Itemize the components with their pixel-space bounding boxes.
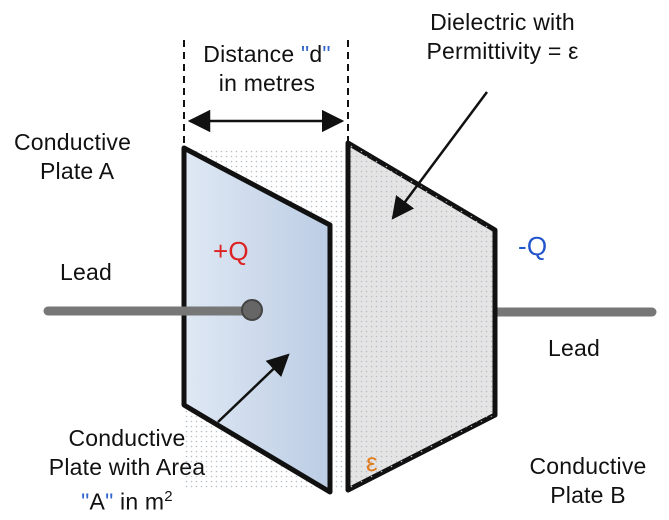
dielectric-label: Dielectric with Permittivity = ε bbox=[400, 8, 605, 66]
plate-area-open-quote: " bbox=[81, 488, 90, 515]
lead-right-label: Lead bbox=[548, 335, 600, 361]
epsilon-symbol: ε bbox=[366, 447, 378, 477]
plate-b-label: Conductive Plate B bbox=[513, 452, 663, 510]
dielectric-label-line2: Permittivity = ε bbox=[426, 38, 579, 64]
lead-left-label: Lead bbox=[60, 259, 112, 285]
dielectric-label-line1: Dielectric with bbox=[430, 9, 575, 35]
distance-label-line2: in metres bbox=[218, 70, 316, 96]
plate-a-label-line2: Plate A bbox=[40, 158, 115, 184]
distance-open-quote: " bbox=[300, 41, 310, 67]
plate-area-pointer-arrow bbox=[217, 353, 290, 423]
plate-a-label: Conductive Plate A bbox=[14, 128, 131, 186]
dielectric-pointer-arrow bbox=[391, 91, 489, 220]
plate-b-label-line1: Conductive bbox=[529, 453, 647, 479]
plate-area-label-line1: Conductive bbox=[68, 425, 186, 451]
plate-b-dots bbox=[348, 143, 495, 490]
plate-area-symbol: A bbox=[89, 488, 106, 515]
plate-area-label-line3: "A" in m2 bbox=[24, 482, 230, 517]
plate-area-unit: in m bbox=[113, 488, 165, 515]
plate-area-label-line2: Plate with Area bbox=[48, 454, 206, 480]
plate-a bbox=[181, 145, 333, 495]
plate-area-exponent: 2 bbox=[164, 488, 173, 505]
distance-symbol: d bbox=[309, 41, 323, 67]
distance-label-line1: Distance "d" bbox=[186, 40, 348, 69]
distance-label: Distance "d" in metres bbox=[186, 40, 348, 98]
plate-area-label: Conductive Plate with Area "A" in m2 bbox=[24, 424, 230, 517]
plate-b-label-line2: Plate B bbox=[550, 482, 626, 508]
plate-area-close-quote: " bbox=[105, 488, 114, 515]
distance-prefix-text: Distance bbox=[203, 41, 301, 67]
lead-connection-dot bbox=[241, 299, 263, 321]
plate-a-label-line1: Conductive bbox=[14, 129, 132, 155]
positive-charge-label: +Q bbox=[213, 236, 249, 266]
distance-close-quote: " bbox=[322, 41, 331, 67]
negative-charge-label: -Q bbox=[518, 231, 548, 261]
